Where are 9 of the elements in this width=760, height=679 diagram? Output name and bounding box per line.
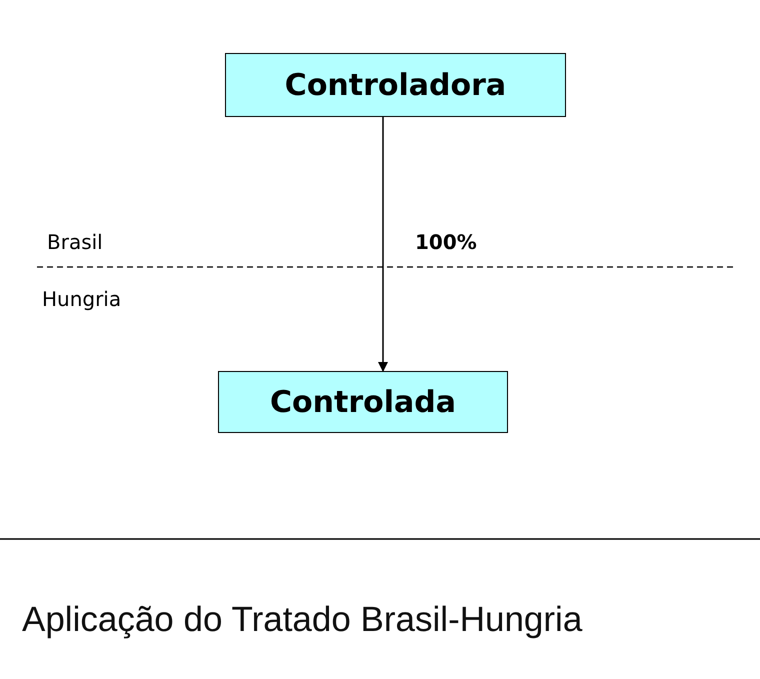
entity-name: Controlada (270, 384, 456, 420)
entity-box (225, 53, 566, 117)
caption: Aplicação do Tratado Brasil-Hungria (22, 600, 582, 640)
country-label: Brasil (47, 230, 103, 254)
country-label: Hungria (42, 287, 122, 311)
arrow (378, 117, 388, 372)
entity-name: Controladora (284, 68, 506, 102)
entity-box (218, 371, 508, 433)
edge-label: 100% (415, 230, 477, 254)
